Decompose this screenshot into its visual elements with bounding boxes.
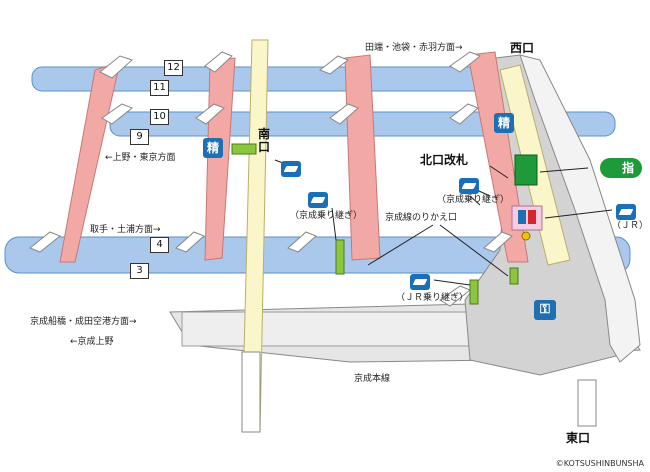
keisei-transfer-gate-mark [335, 239, 345, 275]
north-gate-label: 北口改札 [420, 153, 469, 167]
east-exit-stairs [577, 379, 597, 427]
north-gate-mark [509, 267, 519, 285]
ticket-machine-icon [281, 161, 301, 177]
toride-direction-label: 取手・土浦方面→ [90, 225, 161, 235]
ticket-machine-icon-2 [308, 192, 328, 208]
keisei-transfer-label-left: （京成乗り継ぎ） [290, 211, 363, 221]
south-gate [231, 143, 257, 155]
fare-adjustment-icon-2: 精 [494, 113, 514, 133]
ticket-office [514, 154, 538, 186]
keisei-funabashi-direction-label: 京成船橋・成田空港方面→ [30, 317, 137, 327]
east-walkway [519, 54, 641, 363]
east-exit-label: 東口 [566, 431, 591, 445]
keisei-main-line-label: 京成本線 [354, 374, 391, 384]
fare-adjustment-icon: 精 [203, 138, 223, 158]
track-12: 12 [164, 60, 183, 76]
keisei-platform-body [181, 311, 483, 347]
track-3: 3 [130, 263, 149, 279]
ueno-direction-label: ←上野・東京方面 [105, 153, 176, 163]
ticket-machine-icon-4 [410, 274, 430, 290]
south-exit-stairs [241, 351, 261, 433]
concourse-pink-2 [204, 57, 236, 261]
copyright: ©KOTSUSHINBUNSHA [555, 459, 644, 468]
track-11: 11 [150, 80, 169, 96]
restroom-block [511, 205, 543, 231]
track-4: 4 [150, 237, 169, 253]
tabata-direction-label: 田端・池袋・赤羽方面→ [365, 43, 463, 53]
jr-transfer-label: （ＪＲ乗り継ぎ） [396, 293, 469, 303]
ticket-machine-icon-3 [459, 178, 479, 194]
keisei-transfer-label-right: （京成乗り継ぎ） [437, 195, 510, 205]
designated-seat-icon: 指 [600, 158, 642, 178]
coin-locker-icon: ⚿ [534, 300, 556, 320]
keisei-ueno-direction-label: ←京成上野 [70, 337, 114, 347]
elevator-dot [521, 231, 531, 241]
restroom-female [528, 210, 536, 224]
ticket-machine-icon-5 [616, 204, 636, 220]
keisei-transfer-gate-label: 京成線のりかえ口 [385, 213, 458, 223]
track-9: 9 [130, 129, 149, 145]
west-exit-label: 西口 [510, 41, 535, 55]
restroom-male [518, 210, 526, 224]
south-exit-label: 南口 [258, 127, 271, 154]
jr-label: （ＪＲ） [612, 221, 649, 231]
track-10: 10 [150, 109, 169, 125]
stairs [29, 51, 513, 307]
jr-transfer-gate-mark [469, 279, 479, 305]
